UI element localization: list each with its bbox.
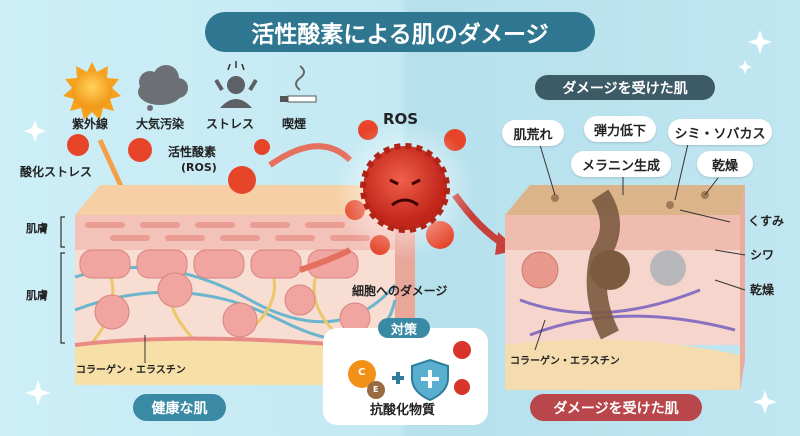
sun-icon xyxy=(63,62,121,120)
arrow-to-ros xyxy=(268,143,353,168)
label-melanin: メラニン生成 xyxy=(571,151,671,177)
vitamin-e-label: E xyxy=(373,385,379,394)
ros-title: ROS xyxy=(383,110,419,128)
pollution-cloud-icon xyxy=(138,65,188,111)
label-elasticity-loss: 弾力低下 xyxy=(584,116,656,142)
shield-icon xyxy=(411,358,449,402)
ros-label-abbr: (ROS) xyxy=(181,161,217,174)
source-pollution: 大気汚染 xyxy=(136,117,185,131)
cigarette-icon xyxy=(280,65,317,103)
label-dryness-side: 乾燥 xyxy=(750,283,775,297)
damaged-skin-caption: ダメージを受けた肌 xyxy=(530,394,702,421)
source-uv: 紫外線 xyxy=(72,117,109,131)
antioxidant-box xyxy=(323,328,488,425)
healthy-skin-caption: 健康な肌 xyxy=(133,394,226,421)
source-stress: ストレス xyxy=(206,117,255,131)
layer-label-dermis: 肌膚 xyxy=(26,289,48,302)
source-smoking: 喫煙 xyxy=(282,117,307,131)
layer-label-epidermis: 肌膚 xyxy=(26,222,48,235)
stress-person-icon xyxy=(214,61,258,108)
damaged-skin-block xyxy=(505,134,746,390)
oxidative-stress-label: 酸化ストレス xyxy=(20,165,93,179)
label-dryness-top: 乾燥 xyxy=(697,151,753,177)
vitamin-icons xyxy=(348,360,404,399)
damaged-skin-header: ダメージを受けた肌 xyxy=(535,75,715,100)
label-dullness: くすみ xyxy=(748,214,785,228)
ros-label: 活性酸素 xyxy=(168,145,217,159)
page-title: 活性酸素による肌のダメージ xyxy=(205,12,595,52)
label-wrinkles: シワ xyxy=(750,248,775,262)
cell-damage-label: 細胞へのダメージ xyxy=(352,284,448,298)
label-rough-skin: 肌荒れ xyxy=(502,120,564,146)
countermeasure-badge: 対策 xyxy=(378,318,430,338)
label-spots: シミ・ソバカス xyxy=(668,119,772,145)
sparkle-icons xyxy=(24,30,777,414)
collagen-label-left: コラーゲン・エラスチン xyxy=(76,365,186,376)
ros-molecule-icon xyxy=(360,143,450,233)
collagen-label-right: コラーゲン・エラスチン xyxy=(510,356,620,367)
antioxidant-label: 抗酸化物質 xyxy=(370,403,436,418)
vitamin-c-label: C xyxy=(358,367,366,378)
